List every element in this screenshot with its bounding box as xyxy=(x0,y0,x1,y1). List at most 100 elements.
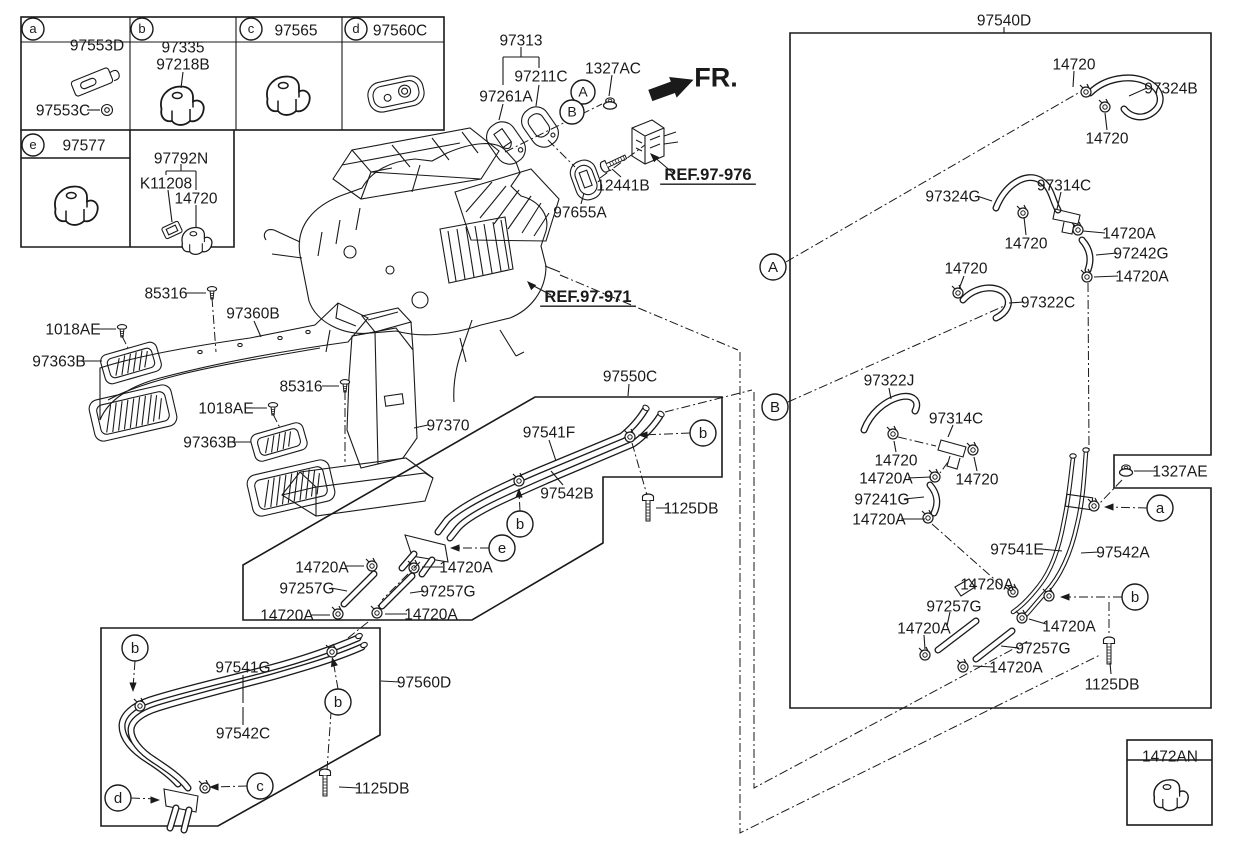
part-label-part-97322J: 97322J xyxy=(864,372,915,389)
svg-text:A: A xyxy=(768,259,778,276)
clamp-icon xyxy=(966,441,979,456)
part-label-part-97541F: 97541F xyxy=(523,424,576,441)
part-label-part-14720A-c1: 14720A xyxy=(295,559,349,576)
callout-b-17: b xyxy=(1121,583,1149,611)
part-label-legend-a-part2: 97553C xyxy=(36,102,90,119)
bracket-ref976-drawing xyxy=(631,119,679,165)
fr-arrow-icon xyxy=(648,76,694,102)
callout-B-6: B xyxy=(559,99,585,125)
clamp-icon xyxy=(928,468,941,483)
part-label-part-1472AN: 1472AN xyxy=(1142,748,1198,765)
part-label-part-1018AE-1: 1018AE xyxy=(45,321,100,338)
part-label-part-12441B: 12441B xyxy=(596,177,649,194)
svg-text:b: b xyxy=(138,21,145,36)
part-label-part-97560D: 97560D xyxy=(397,674,451,691)
part-label-part-14720A-r5: 14720A xyxy=(960,576,1014,593)
legend-a-bracket-icon xyxy=(70,67,120,97)
clamp-icon xyxy=(407,559,420,574)
part-label-part-85316-1: 85316 xyxy=(144,285,187,302)
callout-b-9: b xyxy=(689,419,717,447)
dash-dot-lines xyxy=(121,91,1148,834)
part-label-part-97211C: 97211C xyxy=(514,68,567,85)
clamp-icon xyxy=(1087,497,1100,512)
clamp-icon xyxy=(956,658,969,673)
svg-text:a: a xyxy=(29,21,37,36)
leader-lines xyxy=(83,27,1157,789)
hoses-97540D-drawing xyxy=(860,74,1164,663)
bolt-1125DB-r-icon xyxy=(1102,636,1116,665)
legend-b-clamp-icon xyxy=(160,85,205,126)
svg-text:c: c xyxy=(256,778,264,795)
vent-grille-large-1-drawing xyxy=(88,384,178,442)
part-label-part-97363B-2: 97363B xyxy=(183,434,236,451)
callout-B-8: B xyxy=(761,393,789,421)
part-label-legend-part-97792N: 97792N xyxy=(154,150,208,167)
part-label-part-14720A-r4: 14720A xyxy=(852,511,906,528)
part-label-part-97241G: 97241G xyxy=(854,491,909,508)
legend-clamp-small-icon xyxy=(181,226,213,256)
part-label-legend-part-14720: 14720 xyxy=(174,190,217,207)
part-label-legend-a-part1: 97553D xyxy=(70,37,124,54)
part-label-part-97324B: 97324B xyxy=(1144,80,1197,97)
part-label-part-14720A-r8: 14720A xyxy=(989,659,1043,676)
callout-a-0: a xyxy=(21,17,45,41)
part-label-part-97322C: 97322C xyxy=(1021,294,1075,311)
part-label-legend-part-K11208: K11208 xyxy=(140,175,192,192)
svg-text:b: b xyxy=(516,516,524,533)
part-label-part-1125DB-r: 1125DB xyxy=(1085,676,1140,693)
part-label-part-97541E: 97541E xyxy=(990,541,1043,558)
svg-text:d: d xyxy=(114,790,122,807)
svg-text:c: c xyxy=(248,21,255,36)
clamp-icon xyxy=(1015,609,1028,624)
part-label-part-14720A-r2: 14720A xyxy=(1115,268,1169,285)
duct-97360B-drawing xyxy=(99,302,369,421)
svg-text:b: b xyxy=(699,425,707,442)
part-label-part-97324G: 97324G xyxy=(925,188,980,205)
vent-grille-large-2-drawing xyxy=(246,459,336,517)
part-label-part-14720-r4: 14720 xyxy=(944,260,987,277)
part-label-part-97257G-c1: 97257G xyxy=(279,580,334,597)
part-label-part-97655A: 97655A xyxy=(553,204,607,221)
callout-c-2: c xyxy=(239,17,263,41)
svg-text:b: b xyxy=(334,694,342,711)
part-label-part-14720-r2: 14720 xyxy=(1085,130,1128,147)
part-label-legend-d-part: 97560C xyxy=(373,22,427,39)
callout-e-11: e xyxy=(488,534,516,562)
part-label-part-14720A-c4: 14720A xyxy=(404,606,458,623)
grommet-1327AE-icon xyxy=(1118,464,1134,477)
callout-e-4: e xyxy=(21,133,45,157)
part-label-part-14720A-c3: 14720A xyxy=(260,607,314,624)
legend-e-clamp-icon xyxy=(54,185,99,226)
part-label-part-97550C: 97550C xyxy=(603,368,657,385)
part-label-part-85316-2: 85316 xyxy=(279,378,322,395)
part-label-part-1125DB-bl: 1125DB xyxy=(355,780,410,797)
svg-text:e: e xyxy=(498,540,506,557)
callout-A-7: A xyxy=(759,253,787,281)
callout-b-13: b xyxy=(324,688,352,716)
clamp-icon xyxy=(1098,98,1111,113)
svg-text:e: e xyxy=(29,137,36,152)
clamp-1472AN-icon xyxy=(1153,779,1189,812)
svg-text:b: b xyxy=(131,640,139,657)
bolt-1125DB-bl-icon xyxy=(318,768,332,797)
callout-c-14: c xyxy=(246,772,274,800)
legend-c-clamp-icon xyxy=(266,75,311,116)
svg-text:B: B xyxy=(770,399,780,416)
part-label-part-14720-r1: 14720 xyxy=(1052,56,1095,73)
duct-97370-drawing xyxy=(281,307,434,517)
legend-a-washer-icon xyxy=(87,103,114,117)
gasket-97261A-drawing xyxy=(486,121,526,165)
part-label-ref-97-971: REF.97-971 xyxy=(544,288,631,306)
nut-1327AC-icon xyxy=(602,97,618,110)
part-label-part-1327AE: 1327AE xyxy=(1152,463,1207,480)
svg-text:B: B xyxy=(567,104,576,120)
clamp-icon xyxy=(1079,83,1092,98)
part-label-part-97257G-r2: 97257G xyxy=(1015,640,1070,657)
part-label-part-97314C-2: 97314C xyxy=(929,410,983,427)
part-label-part-97257G-r1: 97257G xyxy=(926,598,981,615)
callout-b-10: b xyxy=(506,510,534,538)
callout-a-16: a xyxy=(1146,494,1174,522)
part-label-part-97313: 97313 xyxy=(499,32,542,49)
part-label-part-97261A: 97261A xyxy=(479,88,533,105)
